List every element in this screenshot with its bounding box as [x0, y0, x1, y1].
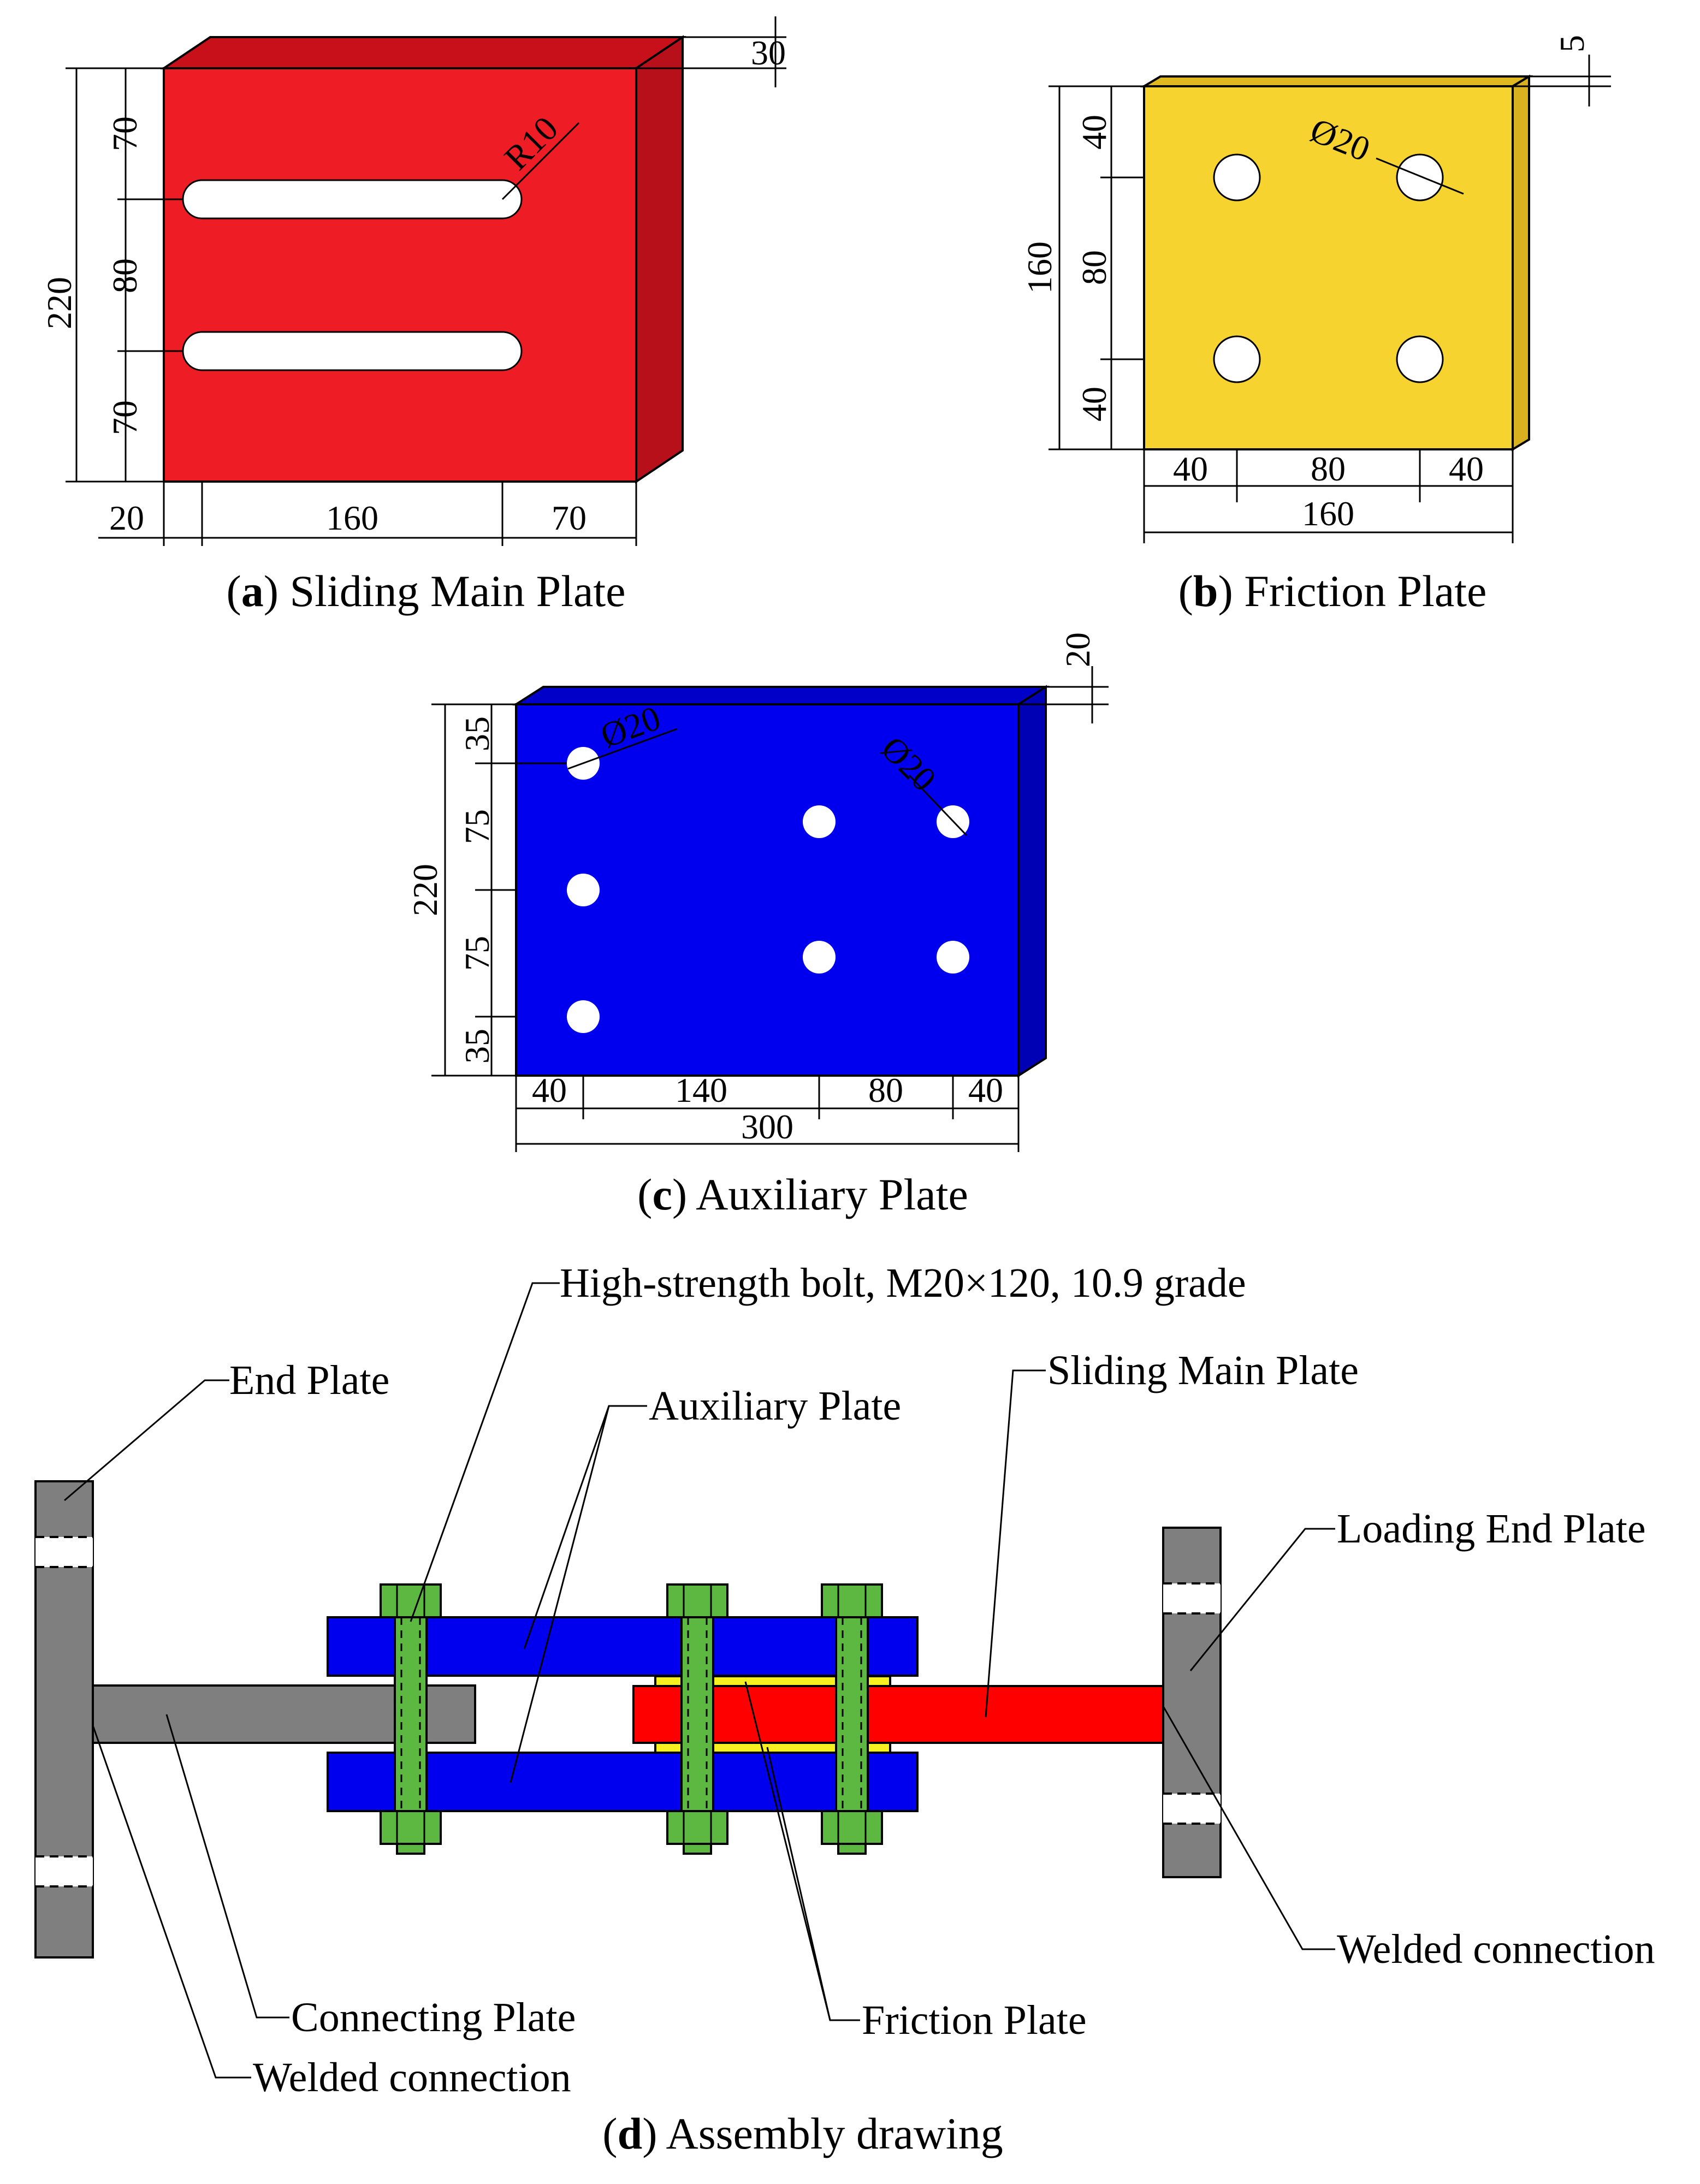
label-loading-end-plate: Loading End Plate [1337, 1506, 1646, 1552]
friction-hole-tr [1396, 153, 1444, 201]
label-welded-connection-right: Welded connection [1337, 1926, 1655, 1972]
dim-a-top: 70 [105, 116, 144, 151]
dim-a-bottom: 70 [105, 400, 144, 435]
label-connecting-plate: Connecting Plate [291, 1995, 576, 2040]
aux-plate-front-face [515, 703, 1020, 1077]
label-welded-connection-left: Welded connection [253, 2055, 571, 2100]
end-plate-hole-bottom [35, 1856, 93, 1886]
friction-hole-bl [1213, 335, 1261, 383]
dim-b-left: 40 [1173, 449, 1208, 488]
dim-b-middle: 80 [1075, 250, 1113, 285]
friction-plate-front-face [1143, 85, 1514, 450]
aux-plate-top-face [512, 686, 1050, 705]
friction-plate-top-face [1140, 75, 1533, 87]
dim-c-h3: 80 [868, 1071, 903, 1109]
label-friction-plate: Friction Plate [862, 1997, 1087, 2043]
dim-a-thickness: 30 [751, 33, 786, 72]
dim-a-left: 20 [109, 498, 144, 537]
label-sliding-main-plate: Sliding Main Plate [1047, 1348, 1359, 1393]
panel-a: 30 220 70 80 70 R10 20 160 70 (a) Slidin… [40, 16, 786, 616]
main-plate-side-face [635, 35, 684, 484]
panel-c: 20 220 35 75 75 35 Ø20 Ø20 40 140 80 40 … [406, 632, 1109, 1219]
dim-c-width: 300 [741, 1107, 793, 1146]
friction-hole-br [1396, 335, 1444, 383]
dim-b-width: 160 [1302, 494, 1354, 533]
slot-upper [182, 179, 523, 219]
aux-hole-m1 [803, 805, 836, 838]
dim-b-right: 40 [1449, 449, 1484, 488]
dim-b-thickness: 5 [1553, 35, 1591, 52]
dim-b-top: 40 [1075, 115, 1113, 150]
panel-d: High-strength bolt, M20×120, 10.9 grade … [34, 1260, 1655, 2158]
dim-b-height: 160 [1020, 241, 1059, 294]
label-end-plate: End Plate [229, 1357, 389, 1403]
bolt-3 [821, 1583, 883, 1855]
caption-c: (c) Auxiliary Plate [637, 1170, 968, 1219]
label-auxiliary-plate: Auxiliary Plate [649, 1383, 901, 1429]
end-plate-hole-top [35, 1537, 93, 1567]
dim-c-height: 220 [406, 864, 445, 916]
aux-hole-l3 [567, 1000, 600, 1033]
dim-a-slot: 160 [326, 498, 378, 537]
dim-c-h4: 40 [968, 1071, 1003, 1109]
dim-b-bottom: 40 [1075, 387, 1113, 422]
caption-b: (b) Friction Plate [1178, 566, 1487, 616]
aux-hole-r2 [937, 941, 969, 974]
caption-d: (d) Assembly drawing [602, 2109, 1003, 2158]
dim-c-h2: 140 [675, 1071, 727, 1109]
panel-b: 5 160 40 80 40 Ø20 40 80 40 160 (b) Fric… [1020, 35, 1611, 616]
dim-a-middle: 80 [105, 258, 144, 293]
dim-c-v1: 35 [458, 716, 496, 751]
dim-c-v3: 75 [458, 936, 496, 971]
dim-c-v4: 35 [458, 1029, 496, 1064]
aux-hole-m2 [803, 941, 836, 974]
bolt-1 [380, 1583, 442, 1855]
dim-c-thickness: 20 [1058, 632, 1097, 667]
loading-end-plate-hole-bottom [1163, 1794, 1221, 1824]
bolt-2 [666, 1583, 728, 1855]
caption-a: (a) Sliding Main Plate [226, 566, 625, 616]
dim-b-center: 80 [1311, 449, 1346, 488]
friction-plate-side-face [1512, 74, 1530, 452]
aux-hole-l2 [567, 874, 600, 906]
slot-lower [182, 331, 523, 371]
aux-plate-side-face [1017, 685, 1047, 1078]
friction-hole-tl [1213, 153, 1261, 201]
main-plate-top-face [160, 36, 686, 69]
dim-c-v2: 75 [458, 809, 496, 844]
loading-end-plate-hole-top [1163, 1583, 1221, 1613]
dim-c-h1: 40 [532, 1071, 567, 1109]
dim-a-height: 220 [40, 277, 79, 329]
label-bolt: High-strength bolt, M20×120, 10.9 grade [560, 1260, 1246, 1306]
main-plate-front-face [163, 67, 637, 483]
dim-a-right: 70 [552, 498, 587, 537]
